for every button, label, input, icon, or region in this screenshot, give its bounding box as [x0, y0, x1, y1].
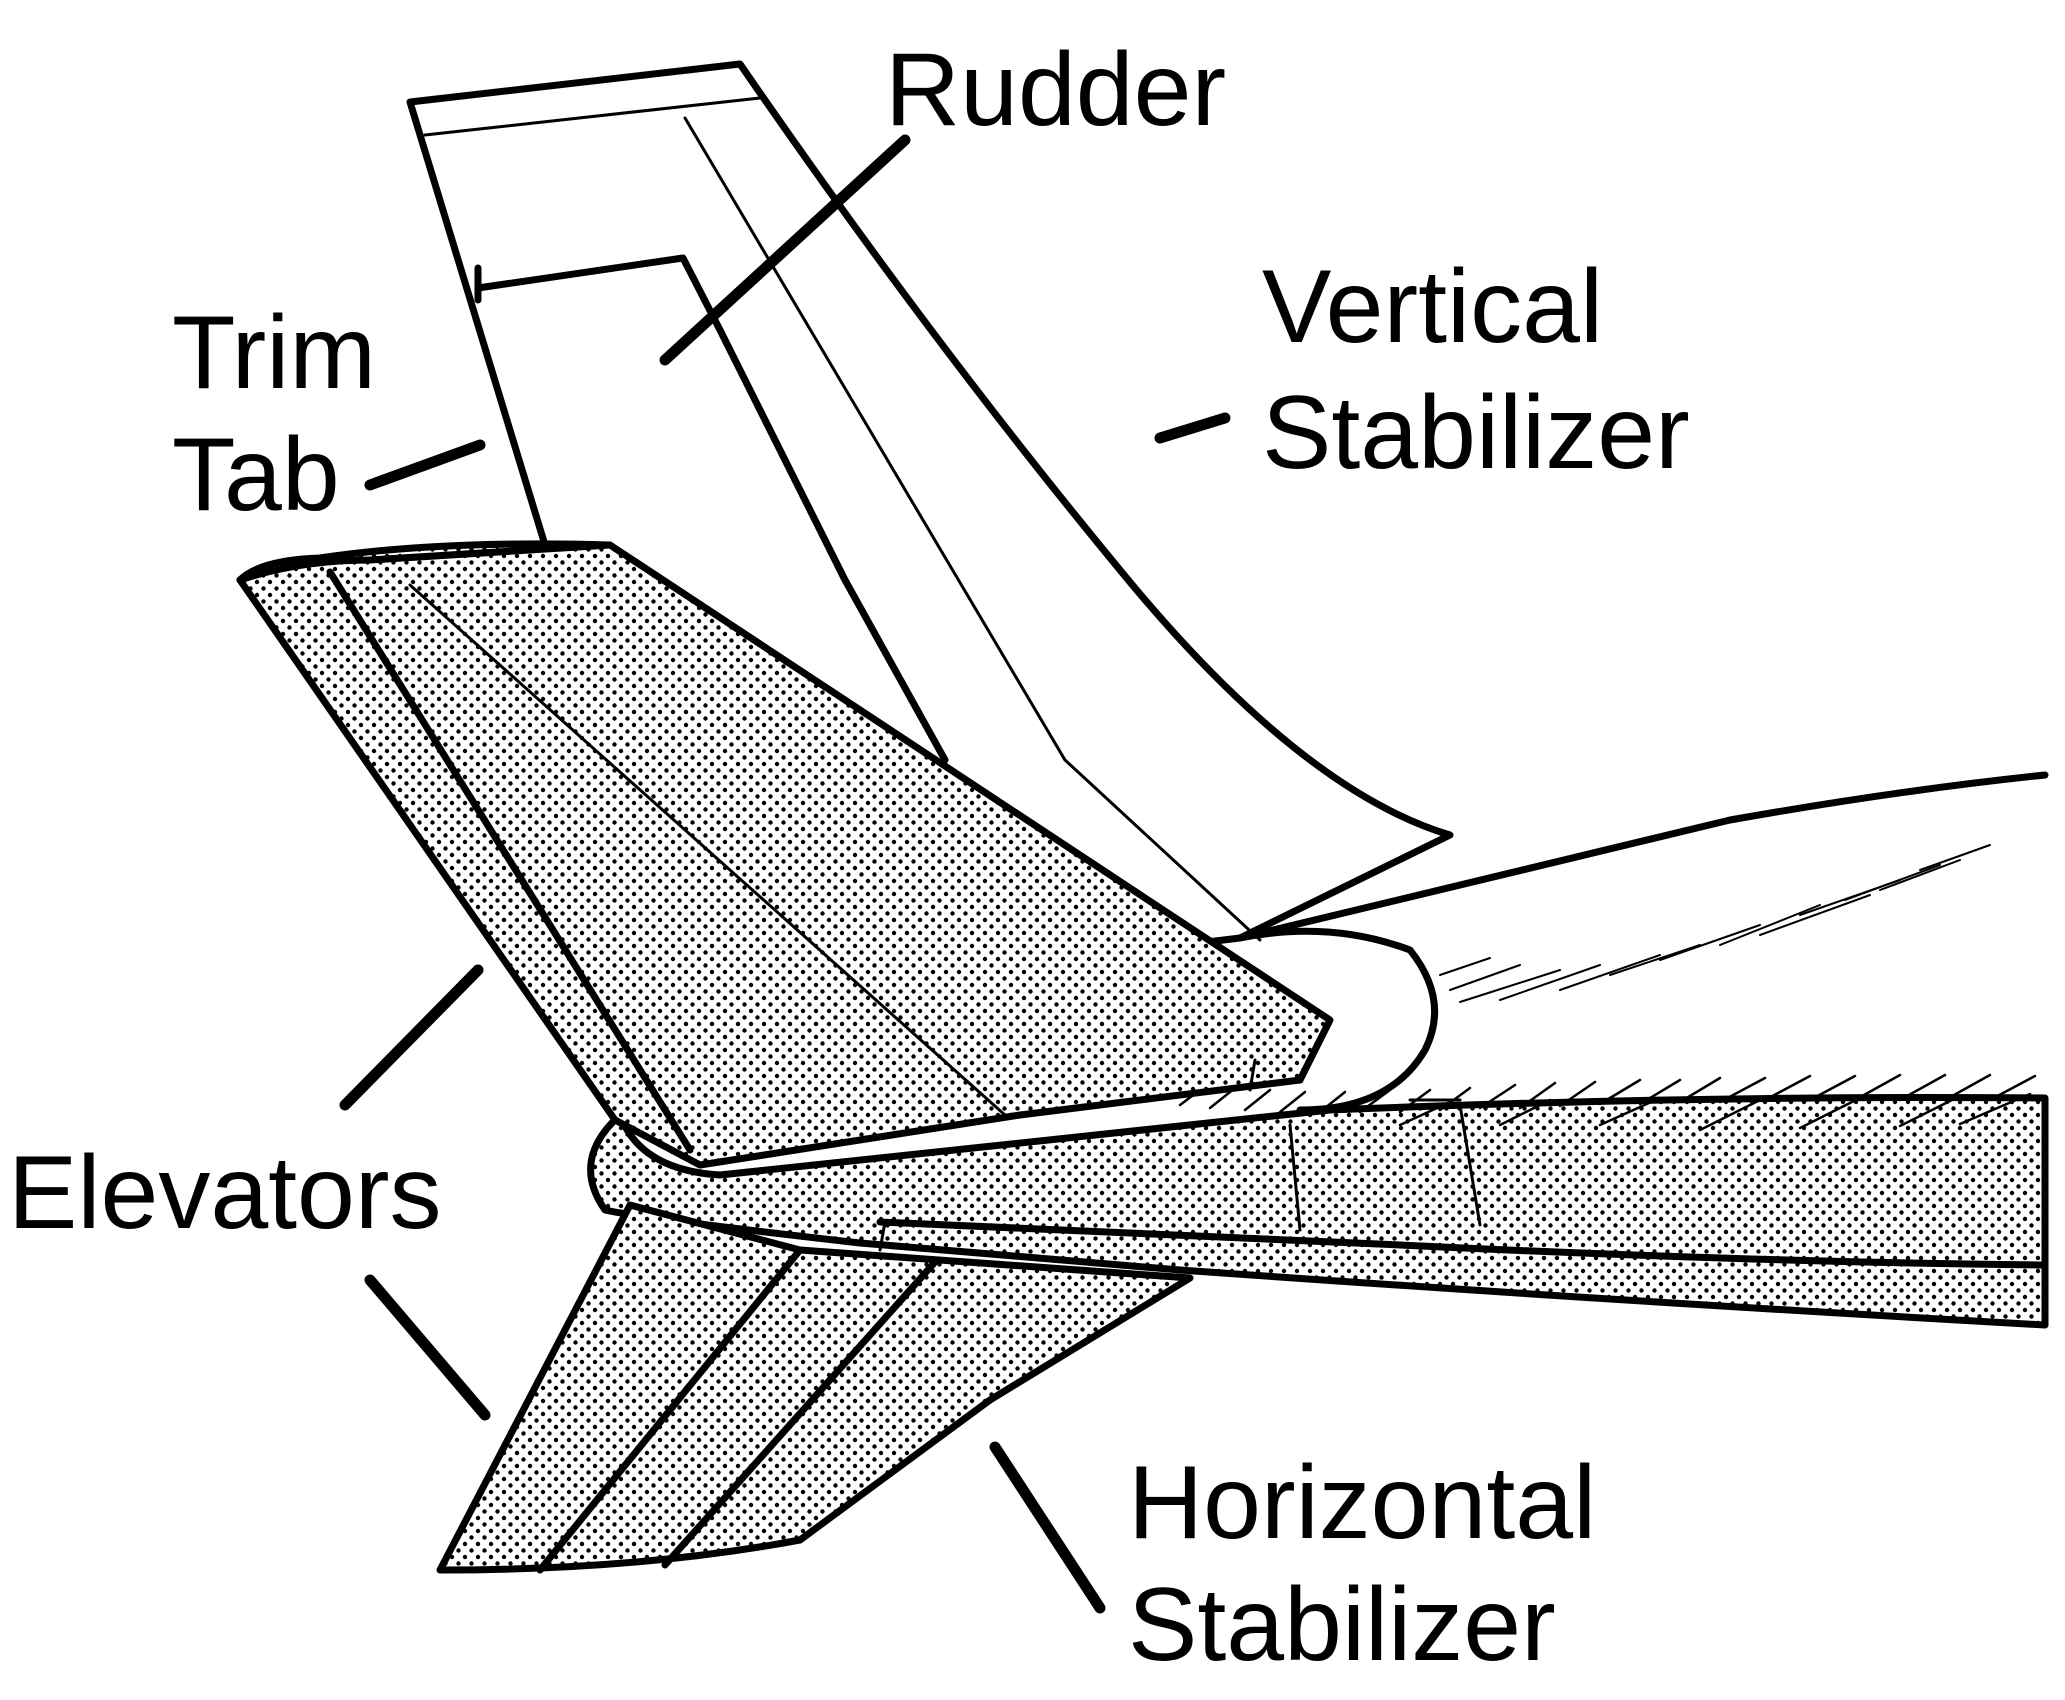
lower-elevator-hinge-line [536, 1246, 804, 1574]
fuselage-panel-line [1288, 1123, 1302, 1232]
label-vertical-stabilizer-line2: Stabilizer [1262, 375, 1690, 491]
upper-elevator-hinge-line [326, 568, 694, 1154]
upper-elevator-front-line [408, 583, 1007, 1117]
fuselage-tail-cone [1236, 927, 1439, 1114]
upper-stabilizer-tip-cap [236, 541, 614, 584]
label-horizontal-stabilizer-line1: Horizontal [1128, 1445, 1596, 1561]
rudder-hinge-line [716, 326, 949, 764]
label-horizontal-stabilizer-line2: Stabilizer [1128, 1567, 1556, 1683]
fuselage-panel-line [878, 1220, 887, 1252]
vertical-stabilizer-tip-line [423, 96, 762, 137]
lower-horizontal-stabilizer [436, 1201, 1194, 1574]
trim-tab-outline [474, 254, 724, 334]
upper-horizontal-stabilizer [236, 540, 1334, 1169]
label-trim-tab-line1: Trim [172, 295, 376, 411]
vertical-stabilizer-spar-line [683, 116, 1262, 942]
elevators-upper-leader [339, 964, 484, 1111]
horizontal-stabilizer-leader [989, 1441, 1106, 1614]
rudder-leader [659, 134, 911, 366]
elevators-lower-leader [364, 1274, 491, 1421]
fuselage-upper-outline [1236, 771, 2049, 942]
labels: Rudder Trim Tab Vertical Stabilizer Elev… [8, 32, 1690, 1683]
label-rudder: Rudder [885, 32, 1226, 148]
label-elevators: Elevators [8, 1135, 442, 1251]
fuselage-panel-line [1458, 1103, 1482, 1227]
leader-lines [339, 134, 1231, 1614]
upper-stabilizer-root-notch [1248, 1058, 1257, 1092]
vertical-stabilizer [406, 60, 1454, 1004]
fuselage-fuzz-band [1178, 1073, 2037, 1132]
fuselage-side-seam [876, 1218, 2049, 1269]
label-vertical-stabilizer-line1: Vertical [1262, 249, 1603, 365]
vertical-stabilizer-leader [1154, 412, 1231, 444]
fuselage-shading [1439, 844, 1991, 1003]
label-trim-tab-line2: Tab [172, 417, 340, 533]
trim-tab-leader [364, 439, 486, 491]
vertical-stabilizer-outline [406, 60, 1454, 1004]
lower-stabilizer-surface [436, 1201, 1194, 1574]
lower-elevator-front-line [661, 1258, 939, 1569]
